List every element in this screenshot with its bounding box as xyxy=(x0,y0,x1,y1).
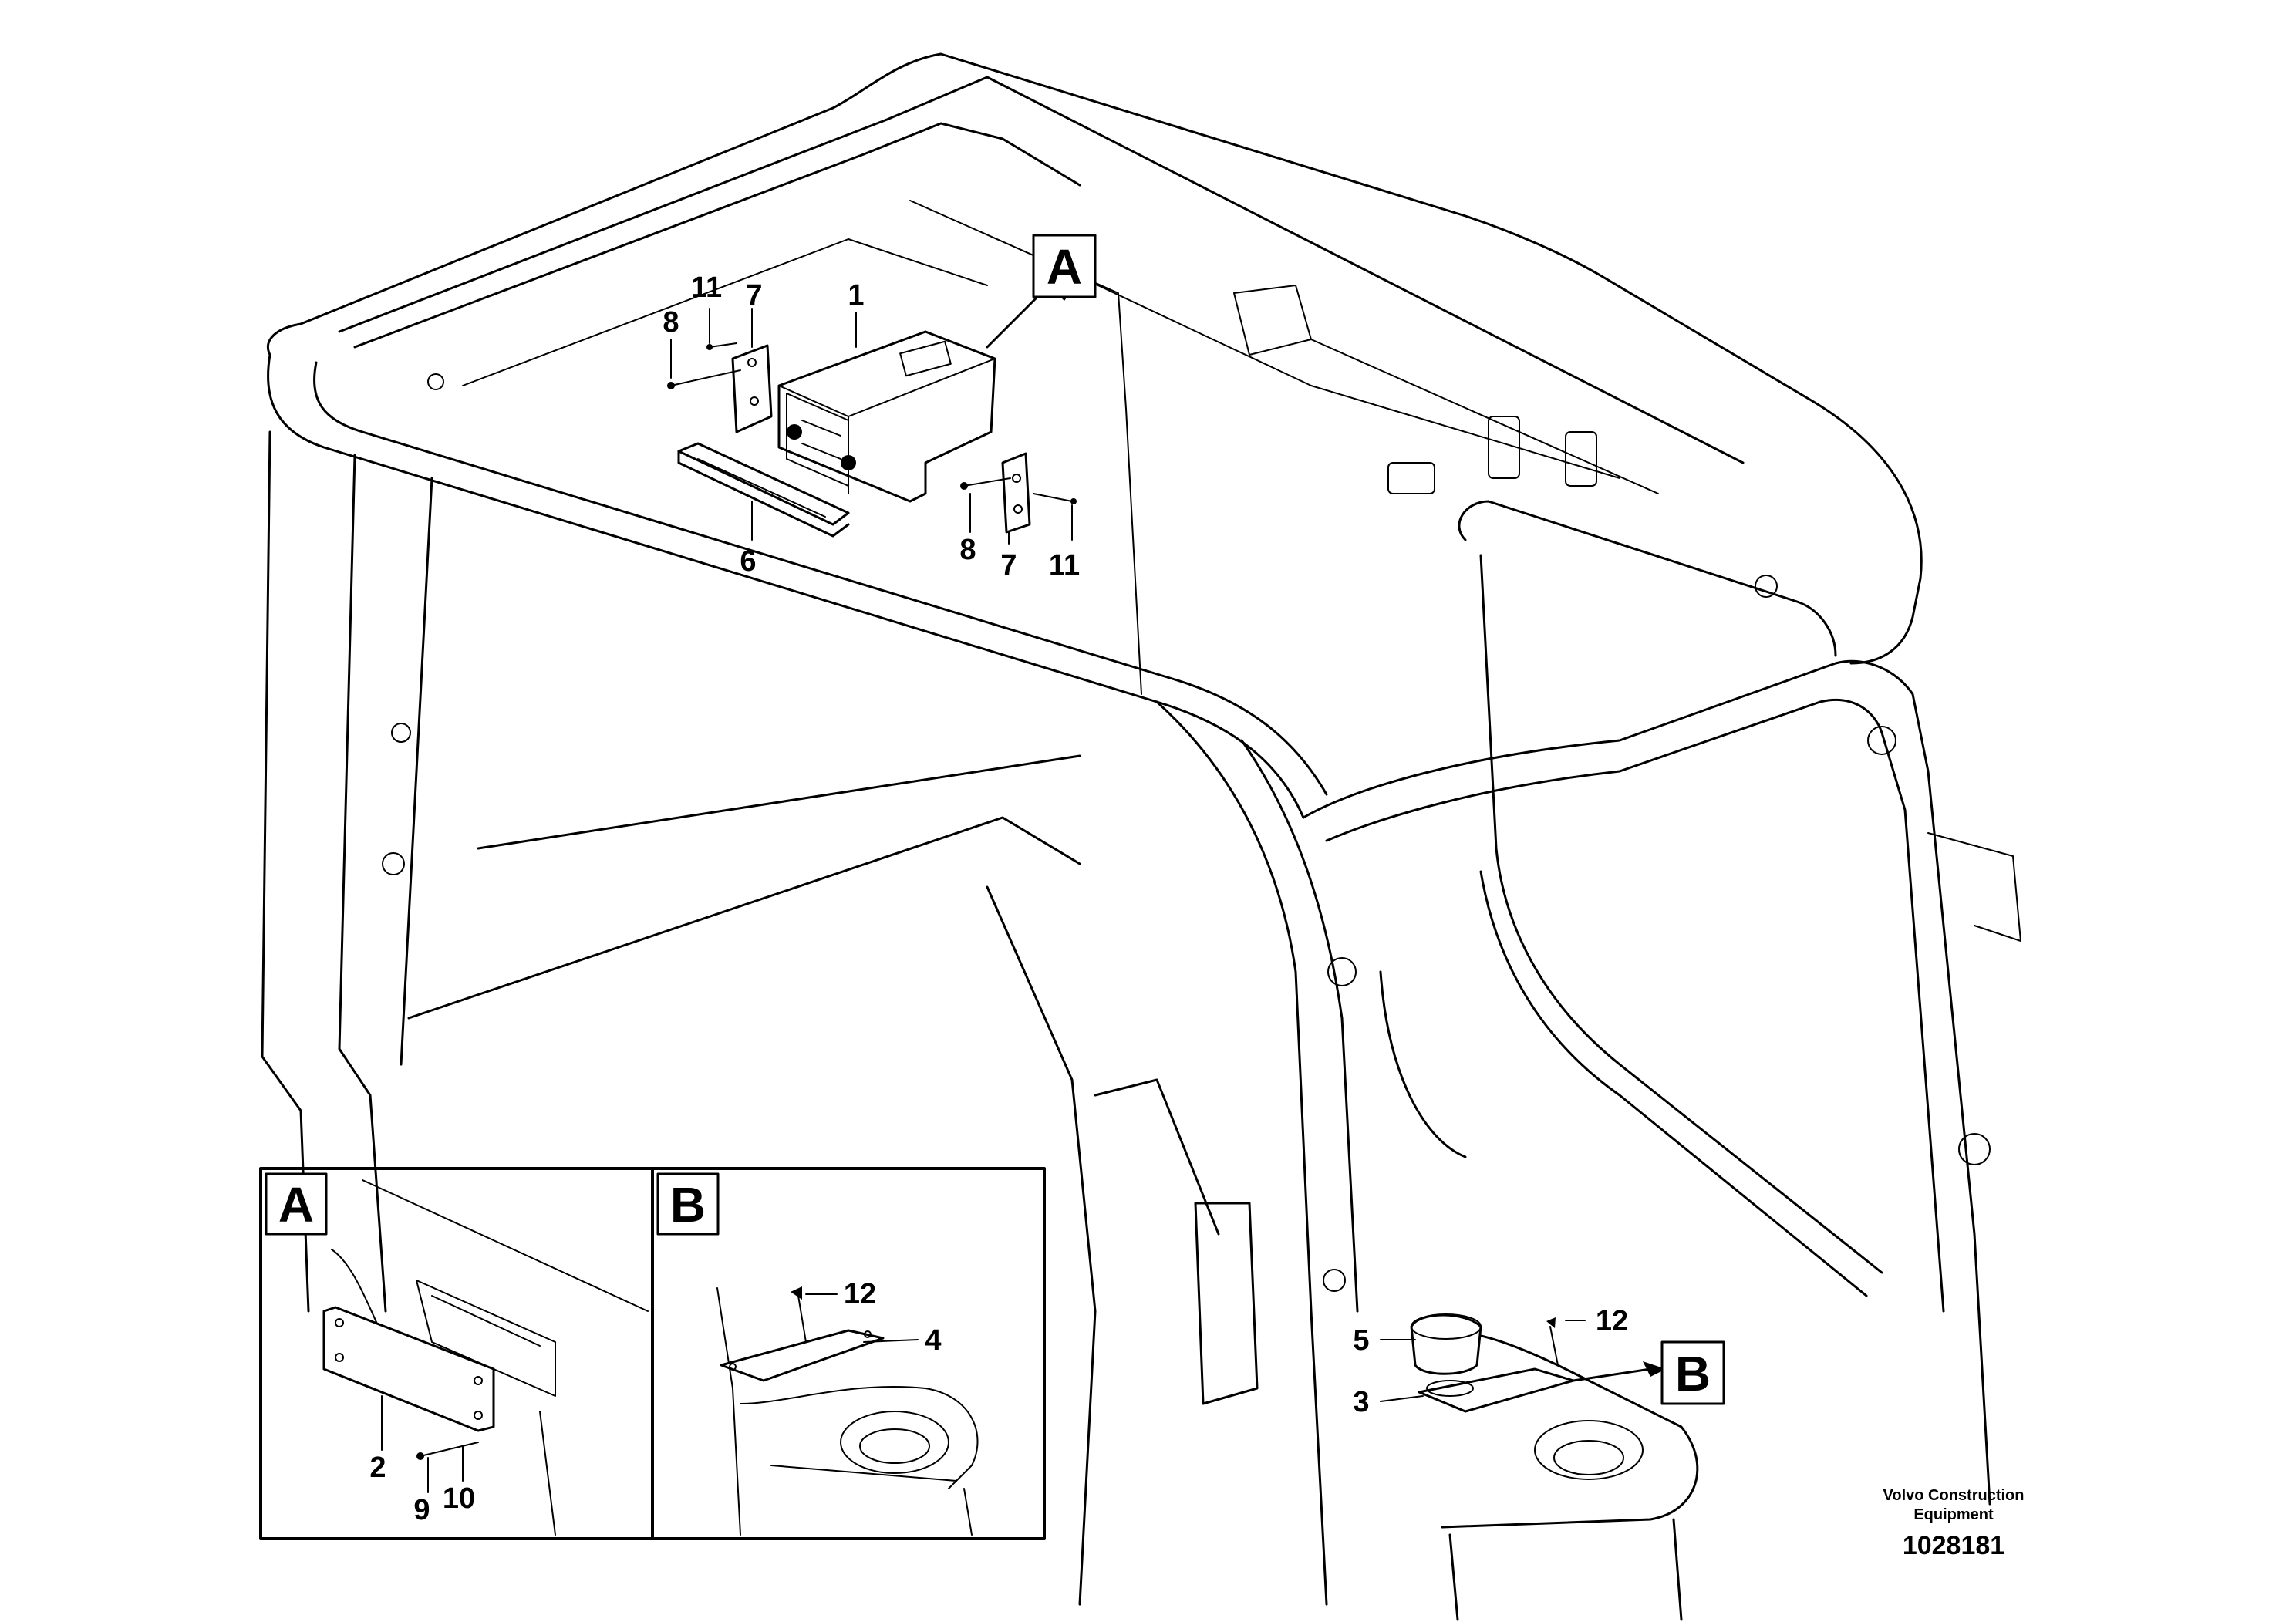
detail-view-a: A 2 9 10 xyxy=(259,1167,654,1540)
view-a-label-main: A xyxy=(1047,239,1082,295)
callout-12-main: 12 xyxy=(1596,1305,1628,1337)
company-name-line1: Volvo Construction xyxy=(1883,1487,2025,1504)
socket-and-plate xyxy=(1410,1313,1575,1413)
callout-11-bottom: 11 xyxy=(1049,549,1080,582)
view-a-box-main: A xyxy=(1032,234,1097,298)
callout-7-bottom: 7 xyxy=(1000,549,1017,582)
callout-10: 10 xyxy=(443,1482,475,1515)
callout-4: 4 xyxy=(925,1324,941,1357)
view-a-label-detail: A xyxy=(278,1177,314,1233)
view-b-box-main: B xyxy=(1660,1340,1725,1405)
view-b-label-main: B xyxy=(1675,1346,1711,1401)
view-b-label-detail: B xyxy=(670,1177,706,1233)
radio-trim-frame xyxy=(677,442,850,538)
mounting-bracket-right xyxy=(1001,452,1031,534)
drawing-number: 1028181 xyxy=(1903,1531,2004,1560)
callout-9: 9 xyxy=(413,1494,430,1526)
callout-1: 1 xyxy=(848,279,864,312)
callout-8-bottom: 8 xyxy=(959,534,976,566)
detail-view-b: B 12 4 xyxy=(651,1167,1046,1540)
cab-frame xyxy=(261,52,2021,1621)
callout-12-detail: 12 xyxy=(844,1278,876,1310)
radio-unit xyxy=(777,330,996,503)
leader-lines xyxy=(670,308,1666,1402)
callout-2: 2 xyxy=(369,1452,386,1484)
company-name-line2: Equipment xyxy=(1913,1506,1994,1523)
mounting-bracket-left xyxy=(731,344,773,433)
callout-3: 3 xyxy=(1353,1386,1369,1418)
callout-8-top: 8 xyxy=(663,306,679,339)
callout-6: 6 xyxy=(740,545,756,578)
callout-5: 5 xyxy=(1353,1324,1369,1357)
screws xyxy=(667,342,1077,504)
callout-11-top: 11 xyxy=(691,271,722,304)
callout-7-top: 7 xyxy=(746,279,762,312)
